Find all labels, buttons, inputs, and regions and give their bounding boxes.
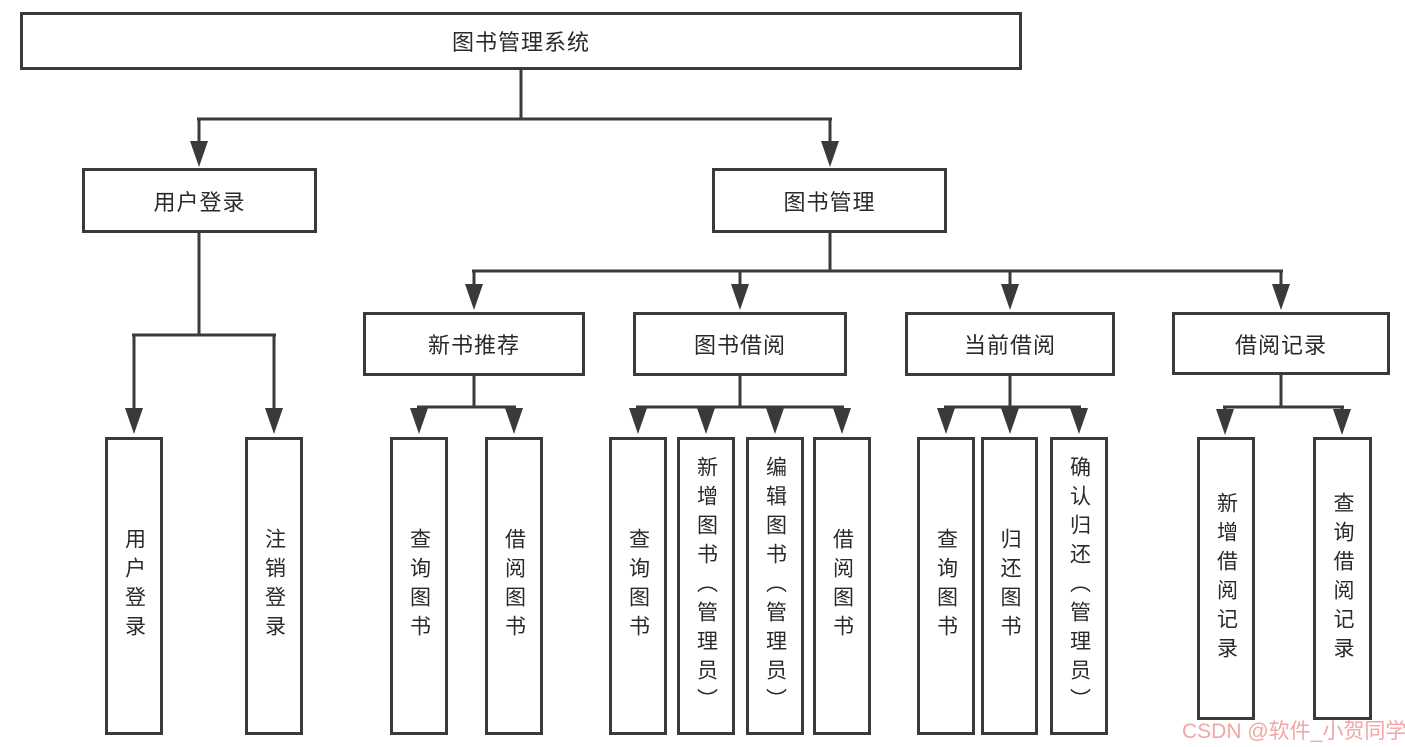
node-library-system: 图书管理系统: [20, 12, 1022, 70]
node-label: 新书推荐: [427, 333, 520, 358]
node-label: 归还图书: [998, 528, 1021, 644]
leaf-user-login: 用户登录: [105, 437, 163, 735]
leaf-return-books: 归还图书: [981, 437, 1038, 735]
node-label: 查询借阅记录: [1331, 491, 1354, 666]
node-label: 新增图书（管理员）: [694, 455, 718, 717]
arrow-down-icon: [465, 284, 483, 310]
arrow-down-icon: [629, 408, 647, 434]
arrow-down-icon: [731, 284, 749, 310]
leaf-add-borrow-record: 新增借阅记录: [1197, 437, 1255, 720]
node-label: 图书管理系统: [451, 30, 590, 55]
node-label: 当前借阅: [963, 333, 1056, 358]
arrow-down-icon: [410, 408, 428, 434]
arrow-down-icon: [1272, 284, 1290, 310]
arrow-down-icon: [1070, 408, 1088, 434]
leaf-query-borrow-record: 查询借阅记录: [1313, 437, 1372, 720]
arrow-down-icon: [697, 408, 715, 434]
arrow-down-icon: [833, 408, 851, 434]
node-user-login: 用户登录: [82, 168, 317, 233]
arrow-down-icon: [821, 141, 839, 167]
arrow-down-icon: [766, 408, 784, 434]
node-label: 图书管理: [783, 189, 876, 215]
leaf-query-books-2: 查询图书: [609, 437, 667, 735]
node-book-borrowing: 图书借阅: [633, 312, 847, 376]
csdn-watermark: CSDN @软件_小贺同学: [1182, 720, 1405, 743]
arrow-down-icon: [505, 408, 523, 434]
leaf-query-books-1: 查询图书: [390, 437, 448, 735]
node-current-borrowing: 当前借阅: [905, 312, 1115, 376]
arrow-down-icon: [265, 408, 283, 434]
node-label: 用户登录: [153, 189, 246, 215]
leaf-add-book-admin: 新增图书（管理员）: [677, 437, 735, 735]
node-label: 借阅图书: [830, 528, 854, 644]
node-label: 借阅记录: [1234, 332, 1327, 358]
node-new-book-recommend: 新书推荐: [363, 312, 585, 376]
arrow-down-icon: [937, 408, 955, 434]
node-label: 图书借阅: [693, 333, 786, 358]
node-label: 注销登录: [262, 528, 286, 644]
leaf-logout-login: 注销登录: [245, 437, 303, 735]
node-label: 新增借阅记录: [1214, 491, 1238, 666]
node-label: 查询图书: [407, 528, 431, 644]
node-label: 借阅图书: [502, 528, 526, 644]
arrow-down-icon: [190, 141, 208, 167]
leaf-borrow-books-1: 借阅图书: [485, 437, 543, 735]
node-label: 编辑图书（管理员）: [763, 455, 787, 717]
node-label: 用户登录: [122, 528, 146, 644]
leaf-edit-book-admin: 编辑图书（管理员）: [746, 437, 804, 735]
node-label: 查询图书: [934, 528, 958, 644]
arrow-down-icon: [1216, 409, 1234, 435]
node-borrow-records: 借阅记录: [1172, 312, 1390, 375]
leaf-borrow-books-2: 借阅图书: [813, 437, 871, 735]
arrow-down-icon: [1333, 409, 1351, 435]
node-label: 确认归还（管理员）: [1067, 455, 1091, 717]
leaf-query-books-3: 查询图书: [917, 437, 975, 735]
node-book-management: 图书管理: [712, 168, 947, 233]
arrow-down-icon: [125, 408, 143, 434]
arrow-down-icon: [1001, 284, 1019, 310]
leaf-confirm-return-admin: 确认归还（管理员）: [1050, 437, 1108, 735]
arrow-down-icon: [1001, 408, 1019, 434]
node-label: 查询图书: [626, 528, 650, 644]
